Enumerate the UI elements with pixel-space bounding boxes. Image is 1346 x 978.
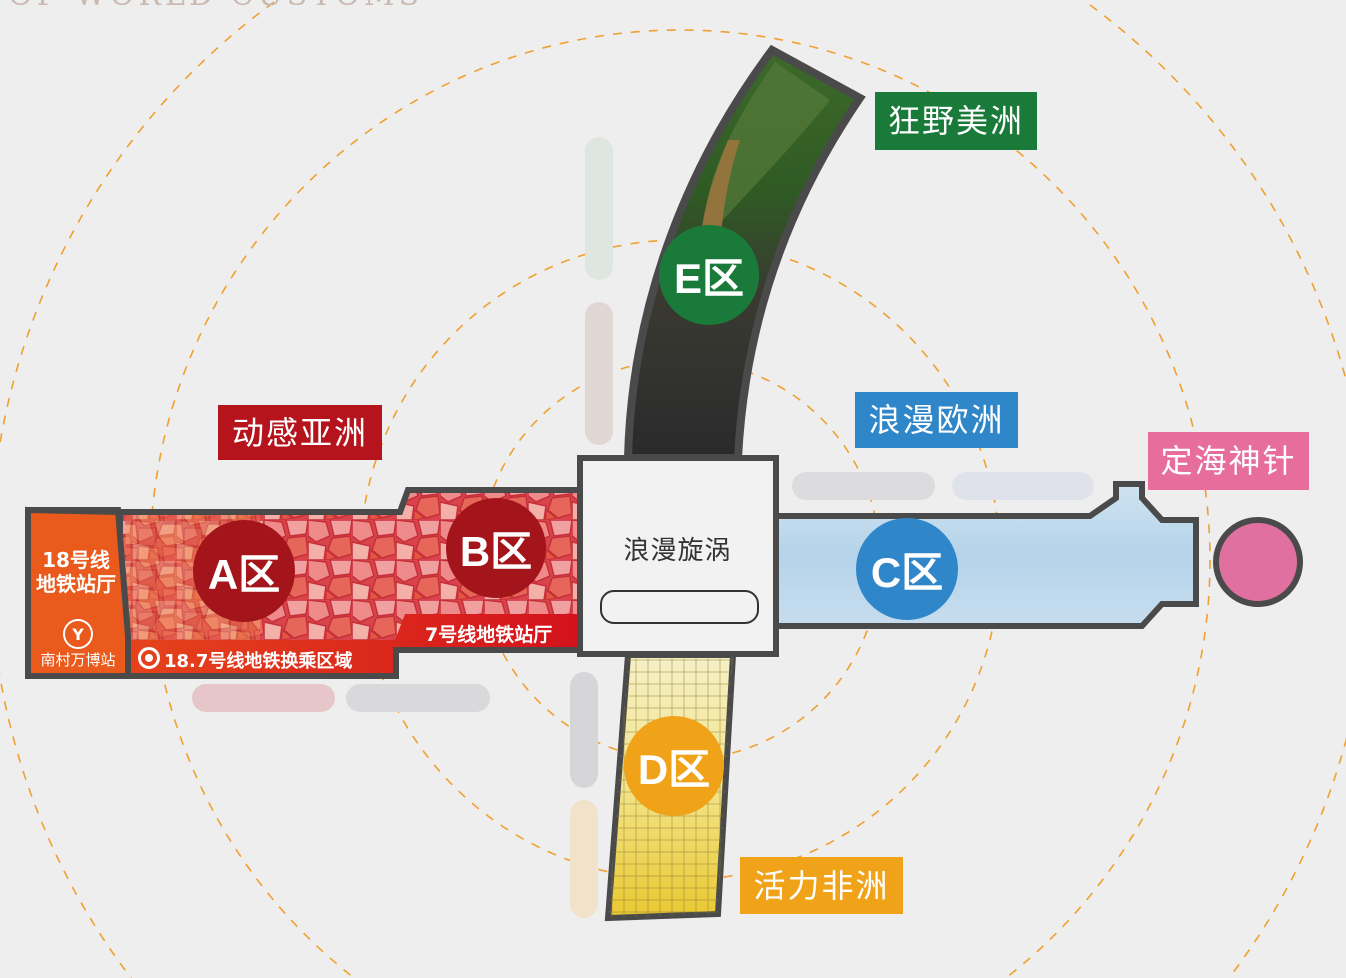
zone-badge-a[interactable]: A区 (193, 520, 295, 622)
page-heading: OF WORLD CUSTOMS (8, 0, 423, 13)
zone-badge-b[interactable]: B区 (446, 498, 546, 598)
landmark-circle (1213, 517, 1303, 607)
line18-hall-label: 18号线 地铁站厅 (36, 548, 116, 596)
transfer-stripe (128, 614, 580, 676)
target-circle-icon (138, 647, 160, 669)
nancun-station-label: 南村万博站 (40, 651, 116, 669)
center-title: 浪漫旋涡 (623, 536, 732, 566)
metro-logo-icon: Y (63, 619, 93, 649)
zone-c-area (773, 481, 1199, 629)
zone-badge-c[interactable]: C区 (856, 518, 958, 620)
faded-bars (192, 137, 1094, 918)
region-tag-africa: 活力非洲 (740, 857, 903, 914)
center-pill (600, 590, 759, 624)
zone-badge-e[interactable]: E区 (659, 225, 759, 325)
region-tag-europe: 浪漫欧洲 (855, 392, 1018, 448)
zone-badge-d[interactable]: D区 (624, 716, 724, 816)
region-tag-landmark: 定海神针 (1148, 432, 1309, 490)
transfer-area-label: 18.7号线地铁换乘区域 (164, 651, 353, 672)
region-tag-asia: 动感亚洲 (218, 405, 382, 460)
line7-hall-label: 7号线地铁站厅 (425, 624, 553, 646)
region-tag-americas: 狂野美洲 (875, 92, 1037, 150)
